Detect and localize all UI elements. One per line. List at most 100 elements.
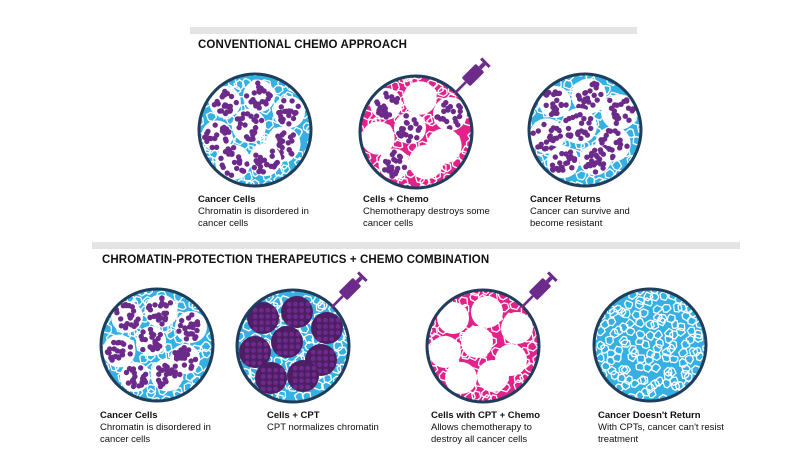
tissue-cell-outline [481,291,492,295]
tissue-cell-outline [476,184,484,193]
tissue-cell-outline [637,163,640,175]
tissue-cell-outline [209,75,221,85]
tissue-cell-outline [464,179,471,187]
chromatin-dot [592,169,599,175]
chromatin-dot [530,130,536,136]
chromatin-dot [578,135,584,142]
chromatin-dot [573,113,580,119]
tissue-cell-outline [469,153,471,164]
chromatin-dot [286,320,292,326]
chromatin-dot [189,331,196,337]
chromatin-dot [179,317,185,324]
tissue-cell-outline [87,301,96,311]
chromatin-dot [557,133,563,139]
tissue-cell-outline [428,291,433,295]
tissue-cell-outline [532,359,538,371]
chromatin-dot [323,330,328,336]
chromatin-dot [230,145,237,151]
chromatin-dot [276,331,282,337]
chromatin-dot [252,320,258,326]
tissue-cell-outline [428,375,429,387]
chromatin-dot [289,151,295,157]
tissue-cell-outline [361,166,364,177]
tissue-cell-outline [540,352,549,361]
tissue-cell-outline [486,278,494,287]
tissue-cell-outline [672,279,680,287]
tissue-cell-outline [613,304,624,314]
tissue-cell-outline [609,307,619,318]
tissue-cell-outline [553,54,562,63]
chromatin-dot [392,171,399,177]
chromatin-dot [305,314,311,320]
chromatin-dot [114,310,120,316]
chromatin-dot [445,105,451,111]
chromatin-dot [120,348,126,354]
tissue-cell-outline [102,352,103,364]
tissue-cell-outline [643,291,654,302]
tissue-cell-outline [89,375,98,385]
tissue-cell-outline [182,394,193,400]
chromatin-dot [265,326,271,332]
tissue-cell-outline [213,357,222,366]
chromatin-dot [299,372,304,377]
tissue-cell-outline [661,303,672,313]
tissue-cell-outline [649,273,656,281]
tissue-cell-outline [162,275,171,284]
chromatin-dot [278,113,284,120]
chromatin-dot [569,165,575,171]
caption-text: With CPTs, cancer can't resist treatment [598,422,724,445]
tissue-cell-outline [547,54,556,63]
chromatin-dot [228,93,235,100]
tissue-cell-outline [514,275,522,284]
chromatin-dot [393,158,399,164]
chromatin-dot [253,152,259,158]
chromatin-dot [163,303,169,309]
chromatin-dot [613,139,619,146]
tissue-cell-outline [521,77,530,85]
tissue-cell-outline [83,272,91,281]
tissue-cell-outline [354,294,363,303]
tissue-cell-outline [613,325,624,336]
tissue-cell-outline [234,278,243,288]
tissue-cell-outline [413,344,421,354]
chromatin-dot [592,147,598,153]
tissue-cell-outline [617,271,625,280]
tissue-cell-outline [410,275,418,285]
chromatin-dot [567,133,574,139]
tissue-cell-outline [431,291,443,294]
tissue-cell-outline [257,58,266,67]
chromatin-dot [114,348,121,354]
chromatin-dot [374,99,380,105]
chromatin-dot [153,344,159,350]
tissue-cell-outline [296,170,307,182]
chromatin-dot [323,349,329,355]
chromatin-dot [612,102,618,108]
tissue-cell-outline [355,338,364,347]
tissue-cell-outline [536,75,546,78]
chromatin-dot [582,96,588,102]
tissue-cell-outline [641,339,651,350]
caption-text: Allows chemotherapy to destroy all cance… [431,422,532,445]
chromatin-dot [257,354,263,360]
tissue-cell-outline [620,339,632,348]
chromatin-dot [598,149,604,155]
tissue-cell-outline [530,75,535,81]
chromatin-dot [548,127,554,134]
tissue-cell-outline [205,75,216,81]
chromatin-dot [305,378,311,384]
chromatin-dot [237,158,243,164]
tissue-cell-outline [618,335,629,346]
tissue-cell-outline [488,394,499,401]
chromatin-dot [311,365,317,371]
chromatin-dot [271,314,277,319]
chromatin-dot [209,144,215,151]
tissue-cell-outline [434,390,445,401]
tissue-cell-outline [587,59,596,69]
chromatin-dot [323,336,328,342]
chromatin-dot [299,378,304,384]
tissue-cell-outline [280,179,292,185]
chromatin-dot [213,144,220,150]
chromatin-dot [155,377,162,383]
chromatin-dot [156,312,162,318]
tissue-cell-outline [127,277,136,287]
